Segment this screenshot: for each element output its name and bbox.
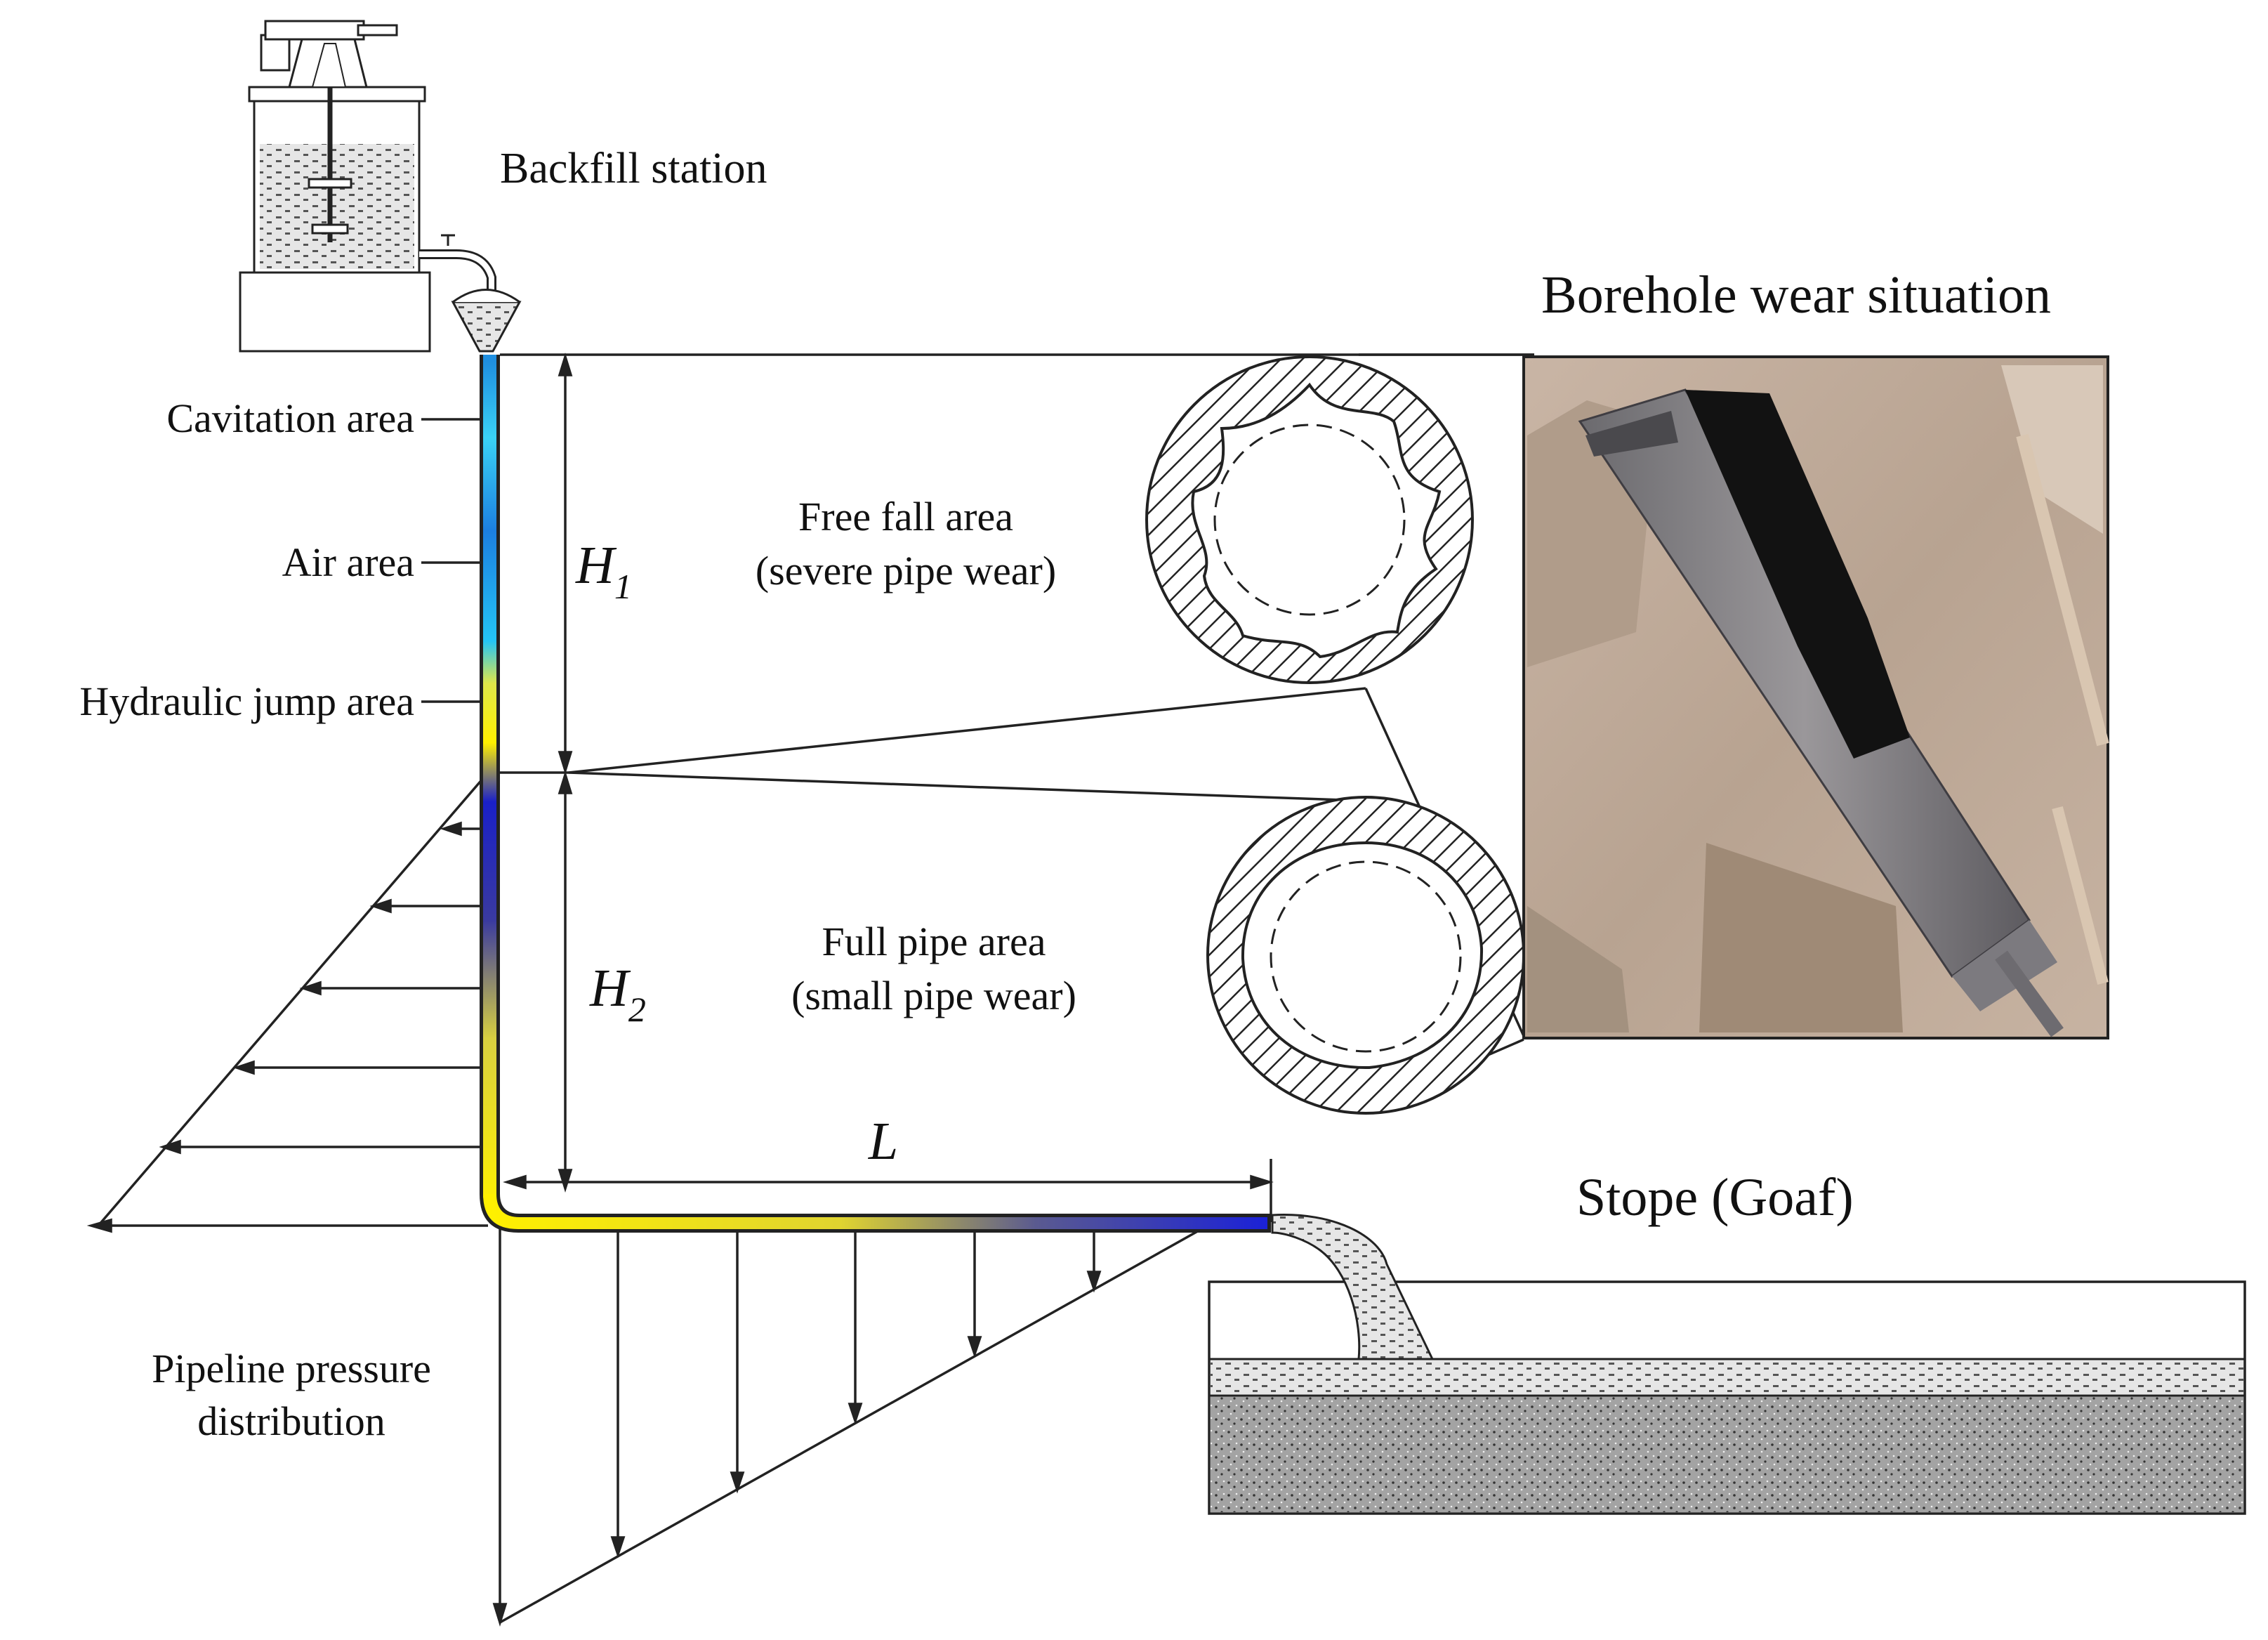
h1-dimension-label: H1 [575, 536, 632, 606]
air-area-label: Air area [282, 539, 414, 585]
h2-dimension-label: H2 [589, 959, 646, 1029]
pressure-arrow [730, 1226, 745, 1494]
pressure-label-line2: distribution [197, 1398, 385, 1444]
backfill-station-icon [239, 20, 522, 353]
full-pipe-label-line2: (small pipe wear) [791, 973, 1076, 1018]
pressure-distribution-left [86, 771, 489, 1233]
full-pipe-label-line1: Full pipe area [822, 919, 1046, 964]
free-fall-label-line2: (severe pipe wear) [756, 548, 1056, 593]
pressure-arrow [299, 980, 488, 996]
pressure-arrow [1086, 1226, 1102, 1293]
small-wear-cross-section [1206, 796, 1525, 1115]
pressure-arrow [610, 1226, 626, 1559]
severe-wear-cross-section [1145, 355, 1474, 684]
borehole-wear-title: Borehole wear situation [1541, 265, 2051, 324]
pressure-arrow [369, 898, 488, 914]
hydraulic-jump-area-label: Hydraulic jump area [79, 678, 414, 724]
borehole-wear-photo [1522, 355, 2109, 1039]
leader-lines [421, 418, 480, 703]
free-fall-label-line1: Free fall area [798, 494, 1013, 539]
pressure-distribution-bottom [492, 1224, 1208, 1627]
backfill-station-label: Backfill station [500, 145, 767, 192]
cavitation-area-label: Cavitation area [166, 395, 414, 441]
stope-label: Stope (Goaf) [1576, 1168, 1854, 1227]
pressure-arrow [159, 1139, 488, 1155]
pressure-arrow [967, 1226, 982, 1358]
pressure-arrow [232, 1060, 488, 1075]
stope-goaf [1208, 1214, 2246, 1515]
pressure-label-line1: Pipeline pressure [152, 1346, 431, 1391]
pipeline [480, 355, 1271, 1233]
dimension-lines [503, 353, 1274, 1193]
l-dimension-label: L [868, 1112, 898, 1171]
pressure-arrow [848, 1226, 863, 1425]
